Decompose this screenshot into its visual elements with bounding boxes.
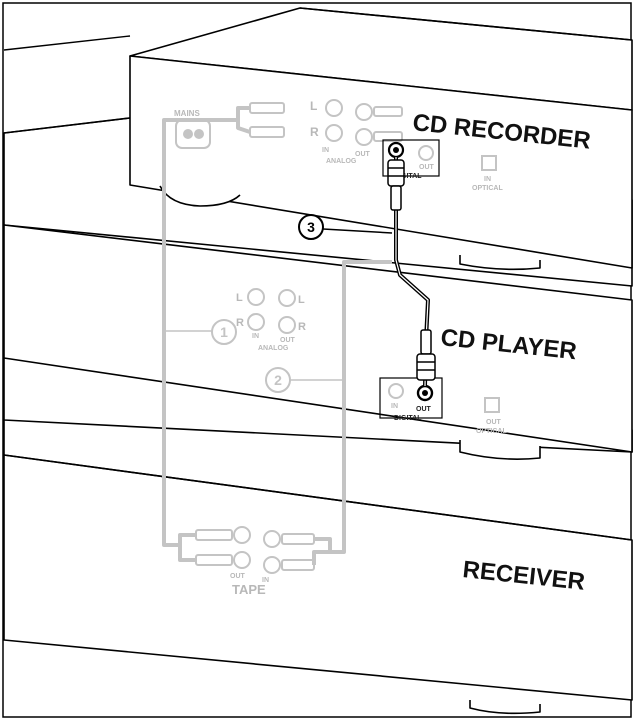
shelf-lines	[3, 35, 131, 134]
player-optical-out-label: OUT	[486, 419, 502, 426]
recorder-digital-label: DIGITAL	[394, 173, 422, 180]
recorder-analog-label: ANALOG	[326, 158, 357, 165]
callout-3: 3	[298, 214, 324, 240]
analog-jack-right-in-icon	[325, 124, 343, 142]
player-digital-in-label: IN	[391, 403, 398, 410]
tape-in-label: IN	[262, 577, 269, 584]
tape-in-plug-icon	[281, 533, 315, 545]
tape-out-label: OUT	[230, 573, 246, 580]
tape-out-plug-icon	[195, 554, 233, 566]
recorder-left-label: L	[310, 99, 317, 113]
analog-jack-left-out-icon	[355, 103, 373, 121]
player-optical-label: OPTICAL	[476, 428, 507, 435]
tape-in-right-jack-icon	[263, 556, 281, 574]
recorder-digital-box	[382, 139, 440, 177]
mains-pin-icon	[183, 129, 193, 139]
callout-3-leader	[322, 228, 393, 234]
digital-plug-bottom-icon	[416, 329, 436, 381]
tape-out-right-jack-icon	[233, 551, 251, 569]
analog-cable-2	[312, 260, 392, 565]
player-analog-left-in-icon	[247, 288, 265, 306]
analog-cable-1	[162, 106, 251, 562]
mains-label: MAINS	[174, 109, 200, 118]
callout-1: 1	[211, 319, 237, 345]
tape-in-left-jack-icon	[263, 530, 281, 548]
analog-plug-icon	[249, 126, 285, 138]
digital-out-jack-icon	[418, 145, 434, 161]
tape-label: TAPE	[232, 582, 266, 597]
optical-out-port-icon	[484, 397, 500, 413]
tape-out-plug-icon	[195, 529, 233, 541]
player-left-label-b: L	[298, 294, 305, 306]
player-right-label-b: R	[298, 321, 306, 333]
analog-jack-left-in-icon	[325, 99, 343, 117]
callout-3-number: 3	[307, 219, 315, 235]
player-analog-left-out-icon	[278, 289, 296, 307]
player-in-label: IN	[252, 333, 259, 340]
tape-out-left-jack-icon	[233, 526, 251, 544]
player-right-label-a: R	[236, 317, 244, 329]
recorder-optical-label: OPTICAL	[472, 185, 503, 192]
player-analog-right-out-icon	[278, 316, 296, 334]
tape-in-plug-icon	[281, 559, 315, 571]
analog-out-plug-icon	[373, 106, 403, 117]
player-out-label: OUT	[280, 337, 296, 344]
player-left-label-a: L	[236, 292, 243, 304]
recorder-digital-out-label: OUT	[419, 164, 435, 171]
callout-1-number: 1	[220, 324, 228, 340]
player-digital-label: DIGITAL	[394, 415, 422, 422]
player-digital-out-label: OUT	[416, 406, 432, 413]
mains-pin-icon	[194, 129, 204, 139]
callout-2-number: 2	[274, 372, 282, 388]
analog-plug-icon	[249, 102, 285, 114]
recorder-out-label: OUT	[355, 151, 371, 158]
player-analog-right-in-icon	[247, 313, 265, 331]
player-digital-out-center-icon	[422, 390, 428, 396]
digital-plug-top-icon	[387, 159, 405, 211]
recorder-in-label: IN	[322, 147, 329, 154]
analog-out-plug-icon	[373, 131, 403, 142]
player-digital-box	[379, 377, 443, 419]
player-digital-in-jack-icon	[388, 383, 404, 399]
player-analog-label: ANALOG	[258, 345, 289, 352]
digital-in-jack-center-icon	[393, 147, 399, 153]
optical-in-port-icon	[481, 155, 497, 171]
recorder-right-label: R	[310, 125, 319, 139]
analog-jack-right-out-icon	[355, 128, 373, 146]
callout-2: 2	[265, 367, 291, 393]
recorder-optical-in-label: IN	[484, 176, 491, 183]
